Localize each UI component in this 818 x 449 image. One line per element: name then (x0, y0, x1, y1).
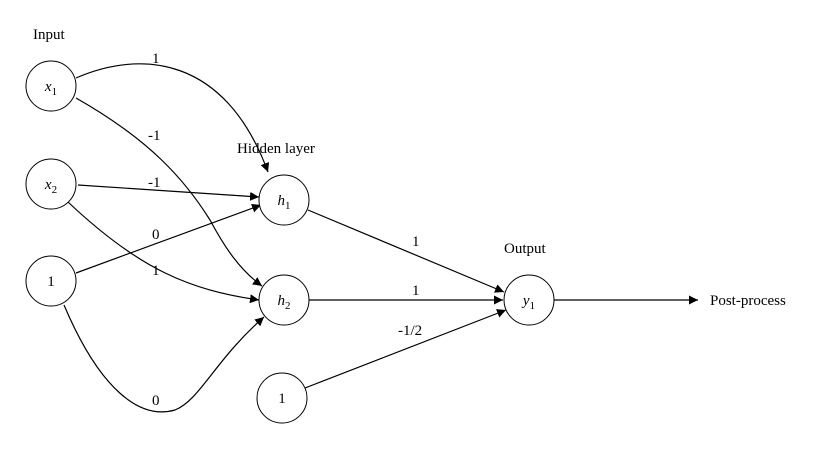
node-h2: h2 (258, 274, 310, 326)
weight-h1-y1: 1 (412, 234, 420, 250)
node-x1-var: x (44, 79, 52, 95)
label-output: Output (504, 241, 547, 257)
weight-x2-h2: 1 (152, 263, 160, 279)
weight-bias-h2: 0 (152, 393, 160, 409)
node-y1: y1 (503, 274, 555, 326)
edge-x1-h2 (75, 97, 263, 287)
edge-bias-h2 (63, 304, 265, 413)
node-bias-input-label: 1 (47, 274, 55, 290)
node-x2-var: x (44, 177, 52, 193)
label-input: Input (33, 27, 65, 43)
node-bias-hidden: 1 (256, 372, 308, 424)
node-h1: h1 (258, 174, 310, 226)
node-bias-input: 1 (25, 255, 77, 307)
weight-x1-h1: 1 (152, 51, 160, 67)
weight-bias-h1: 0 (152, 227, 160, 243)
svg-text:y1: y1 (521, 293, 535, 312)
edge-x1-h1 (75, 63, 270, 173)
node-bias-hidden-label: 1 (278, 391, 286, 407)
node-h1-sub: 1 (285, 200, 291, 212)
node-y1-var: y (521, 293, 530, 309)
node-h2-sub: 2 (285, 300, 291, 312)
node-x2: x2 (25, 158, 77, 210)
svg-text:h1: h1 (278, 193, 291, 212)
svg-text:x2: x2 (44, 177, 57, 196)
svg-text:h2: h2 (278, 293, 291, 312)
edge-x2-h2 (67, 201, 260, 304)
node-x1-sub: 1 (52, 86, 58, 98)
node-y1-sub: 1 (530, 300, 536, 312)
weight-h2-y1: 1 (412, 283, 420, 299)
label-post-process: Post-process (710, 293, 786, 309)
label-hidden-layer: Hidden layer (237, 141, 315, 157)
node-x2-sub: 2 (52, 184, 58, 196)
edge-h1-y1 (307, 209, 505, 293)
weight-bias-y1: -1/2 (398, 323, 422, 339)
node-x1: x1 (25, 60, 77, 112)
edge-bias-y1 (304, 309, 507, 389)
svg-text:x1: x1 (44, 79, 57, 98)
weight-x1-h2: -1 (148, 128, 161, 144)
edge-x2-h1 (77, 184, 260, 201)
node-h1-var: h (278, 193, 286, 209)
edge-bias-h1 (75, 203, 262, 274)
weight-x2-h1: -1 (148, 175, 161, 191)
node-h2-var: h (278, 293, 286, 309)
